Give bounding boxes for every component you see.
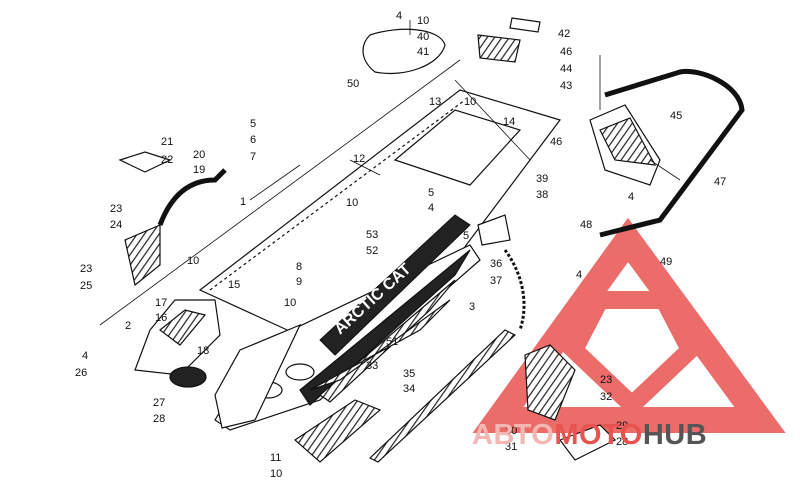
callout-10: 10 [417, 15, 430, 27]
running-board-assembly [214, 299, 451, 429]
callout-23: 23 [600, 374, 613, 386]
watermark-word-2: MOTO [554, 419, 643, 451]
callout-39: 39 [536, 173, 549, 185]
callout-4: 4 [82, 350, 89, 362]
callout-40: 40 [417, 31, 430, 43]
callout-32: 32 [600, 391, 613, 403]
callout-10: 10 [346, 197, 359, 209]
callout-48: 48 [580, 219, 593, 231]
callout-38: 38 [536, 189, 549, 201]
callout-15: 15 [228, 279, 241, 291]
callout-10: 10 [187, 255, 200, 267]
callout-5: 5 [250, 118, 257, 130]
callout-44: 44 [560, 63, 573, 75]
callout-51: 51 [386, 336, 399, 348]
callout-2: 2 [125, 320, 132, 332]
callout-20: 20 [193, 149, 206, 161]
callout-4: 4 [628, 191, 635, 203]
callout-46: 46 [550, 136, 563, 148]
rear-rack [599, 68, 745, 238]
footpad [169, 366, 207, 388]
callout-13: 13 [429, 96, 442, 108]
callout-6: 6 [250, 134, 257, 146]
callout-34: 34 [403, 383, 416, 395]
callout-45: 45 [670, 110, 683, 122]
callout-24: 24 [110, 219, 123, 231]
callout-11: 11 [270, 452, 282, 464]
callout-36: 36 [490, 258, 503, 270]
callout-42: 42 [558, 28, 571, 40]
footrest-bottom [294, 399, 382, 463]
callout-35: 35 [403, 368, 416, 380]
callout-10: 10 [464, 96, 477, 108]
callout-46: 46 [560, 46, 573, 58]
callout-26: 26 [75, 367, 88, 379]
callout-3: 3 [469, 301, 476, 313]
callout-9: 9 [296, 276, 303, 288]
rail-strip [368, 329, 517, 463]
callout-31: 31 [505, 441, 518, 453]
callout-19: 19 [193, 164, 206, 176]
callout-10: 10 [270, 468, 283, 480]
chain-cable [503, 249, 526, 331]
callout-22: 22 [161, 154, 174, 166]
taillight-housing [589, 104, 661, 186]
bumper-loop [157, 168, 227, 226]
callout-23: 23 [80, 263, 93, 275]
front-bracket [134, 299, 221, 376]
callout-7: 7 [250, 151, 257, 163]
watermark-logo [472, 217, 786, 433]
grab-handle [477, 17, 541, 63]
callout-5: 5 [463, 230, 470, 242]
watermark-word-1: АВТО [472, 419, 555, 451]
callout-4: 4 [396, 10, 403, 22]
leader-lines [99, 20, 681, 326]
tunnel-top-panel [198, 89, 561, 346]
callout-33: 33 [366, 360, 379, 372]
callout-28: 28 [616, 436, 629, 448]
snow-flap [524, 344, 576, 421]
callout-12: 12 [353, 153, 366, 165]
callout-29: 29 [616, 420, 629, 432]
callout-50: 50 [347, 78, 360, 90]
watermark-word-3: HUB [642, 419, 708, 451]
callout-53: 53 [366, 229, 379, 241]
callout-4: 4 [428, 202, 435, 214]
callout-30: 30 [505, 425, 518, 437]
callout-28: 28 [153, 413, 166, 425]
rear-support [477, 214, 511, 246]
callout-17: 17 [155, 297, 168, 309]
callout-23: 23 [110, 203, 123, 215]
callout-8: 8 [296, 261, 303, 273]
callout-21: 21 [161, 136, 174, 148]
seat-pad [362, 28, 446, 75]
callout-25: 25 [80, 280, 93, 292]
callout-14: 14 [503, 116, 516, 128]
callout-52: 52 [366, 245, 379, 257]
trim-pad [118, 151, 172, 173]
callout-49: 49 [660, 256, 673, 268]
callout-1: 1 [240, 196, 247, 208]
bumper-bracket [124, 224, 161, 287]
callout-18: 18 [197, 345, 210, 357]
callout-27: 27 [153, 397, 166, 409]
callout-41: 41 [417, 46, 430, 58]
callout-47: 47 [714, 176, 727, 188]
callout-16: 16 [155, 312, 168, 324]
callout-37: 37 [490, 275, 503, 287]
callout-10: 10 [284, 297, 297, 309]
callout-5: 5 [428, 187, 435, 199]
callout-4: 4 [576, 269, 583, 281]
watermark-text: АВТОMOTOHUB [472, 421, 707, 450]
callout-43: 43 [560, 80, 573, 92]
bottom-plate [559, 424, 617, 461]
